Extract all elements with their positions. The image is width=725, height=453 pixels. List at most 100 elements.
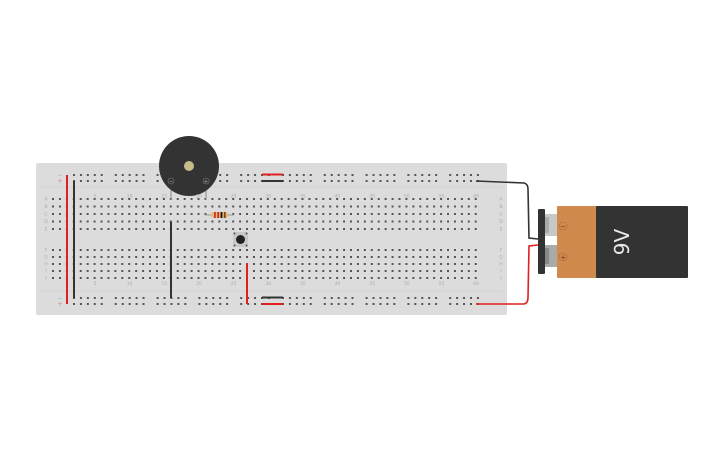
hole[interactable] xyxy=(162,249,165,251)
hole[interactable] xyxy=(239,205,242,208)
hole[interactable] xyxy=(128,205,131,208)
rail-hole[interactable] xyxy=(86,297,89,299)
rail-hole[interactable] xyxy=(121,174,124,176)
hole[interactable] xyxy=(52,220,54,223)
rail-hole[interactable] xyxy=(79,174,82,176)
hole[interactable] xyxy=(315,249,318,251)
hole[interactable] xyxy=(121,198,124,200)
hole[interactable] xyxy=(287,256,290,258)
hole[interactable] xyxy=(149,205,152,208)
rail-hole[interactable] xyxy=(86,180,89,182)
rail-hole[interactable] xyxy=(330,303,333,305)
hole[interactable] xyxy=(356,249,359,251)
rail-hole[interactable] xyxy=(260,180,263,182)
hole[interactable] xyxy=(197,263,200,265)
hole[interactable] xyxy=(232,249,235,251)
rail-hole[interactable] xyxy=(365,297,368,299)
rail-hole[interactable] xyxy=(240,180,243,182)
rail-hole[interactable] xyxy=(184,297,187,299)
hole[interactable] xyxy=(467,249,470,251)
hole[interactable] xyxy=(197,256,200,258)
hole[interactable] xyxy=(114,277,117,279)
hole[interactable] xyxy=(142,205,145,208)
hole[interactable] xyxy=(280,270,283,272)
hole[interactable] xyxy=(391,220,394,223)
rail-hole[interactable] xyxy=(337,303,340,305)
hole[interactable] xyxy=(412,205,415,208)
hole[interactable] xyxy=(155,205,158,208)
hole[interactable] xyxy=(377,198,380,200)
hole[interactable] xyxy=(128,277,131,279)
hole[interactable] xyxy=(322,220,325,223)
hole[interactable] xyxy=(128,270,131,272)
hole[interactable] xyxy=(107,256,110,258)
rail-hole[interactable] xyxy=(100,174,103,176)
hole[interactable] xyxy=(93,220,96,223)
rail-hole[interactable] xyxy=(337,174,340,176)
hole[interactable] xyxy=(405,277,408,279)
hole[interactable] xyxy=(433,228,436,230)
hole[interactable] xyxy=(259,263,262,265)
hole[interactable] xyxy=(440,270,443,272)
rail-hole[interactable] xyxy=(247,180,250,182)
hole[interactable] xyxy=(114,249,117,251)
hole[interactable] xyxy=(412,228,415,230)
rail-hole[interactable] xyxy=(309,180,312,182)
hole[interactable] xyxy=(426,263,429,265)
hole[interactable] xyxy=(287,228,290,230)
rail-hole[interactable] xyxy=(254,297,257,299)
rail-hole[interactable] xyxy=(351,297,354,299)
hole[interactable] xyxy=(460,228,463,230)
rail-hole[interactable] xyxy=(128,303,131,305)
hole[interactable] xyxy=(259,249,262,251)
hole[interactable] xyxy=(363,277,366,279)
hole[interactable] xyxy=(453,228,456,230)
hole[interactable] xyxy=(349,213,352,215)
hole[interactable] xyxy=(356,256,359,258)
hole[interactable] xyxy=(176,256,179,258)
hole[interactable] xyxy=(349,270,352,272)
hole[interactable] xyxy=(58,213,61,215)
hole[interactable] xyxy=(377,228,380,230)
hole[interactable] xyxy=(370,270,373,272)
hole[interactable] xyxy=(107,263,110,265)
rail-hole[interactable] xyxy=(288,174,291,176)
hole[interactable] xyxy=(183,263,186,265)
hole[interactable] xyxy=(363,205,366,208)
rail-hole[interactable] xyxy=(247,174,250,176)
hole[interactable] xyxy=(460,270,463,272)
hole[interactable] xyxy=(301,277,304,279)
rail-hole[interactable] xyxy=(421,174,424,176)
rail-hole[interactable] xyxy=(365,174,368,176)
rail-hole[interactable] xyxy=(323,297,326,299)
rail-hole[interactable] xyxy=(379,180,382,182)
hole[interactable] xyxy=(377,277,380,279)
hole[interactable] xyxy=(239,220,242,223)
hole[interactable] xyxy=(225,249,228,251)
hole[interactable] xyxy=(52,198,54,200)
hole[interactable] xyxy=(426,270,429,272)
hole[interactable] xyxy=(149,198,152,200)
hole[interactable] xyxy=(239,249,242,251)
hole[interactable] xyxy=(322,256,325,258)
hole[interactable] xyxy=(377,256,380,258)
hole[interactable] xyxy=(197,249,200,251)
hole[interactable] xyxy=(100,270,103,272)
hole[interactable] xyxy=(252,220,255,223)
hole[interactable] xyxy=(162,270,165,272)
hole[interactable] xyxy=(398,263,401,265)
hole[interactable] xyxy=(447,205,450,208)
hole[interactable] xyxy=(467,228,470,230)
hole[interactable] xyxy=(79,270,82,272)
hole[interactable] xyxy=(114,205,117,208)
hole[interactable] xyxy=(218,256,221,258)
rail-hole[interactable] xyxy=(226,180,229,182)
hole[interactable] xyxy=(259,213,262,215)
rail-hole[interactable] xyxy=(365,303,368,305)
hole[interactable] xyxy=(259,277,262,279)
hole[interactable] xyxy=(128,228,131,230)
hole[interactable] xyxy=(232,198,235,200)
hole[interactable] xyxy=(176,263,179,265)
hole[interactable] xyxy=(266,277,269,279)
wire-black-battery[interactable] xyxy=(475,180,539,240)
